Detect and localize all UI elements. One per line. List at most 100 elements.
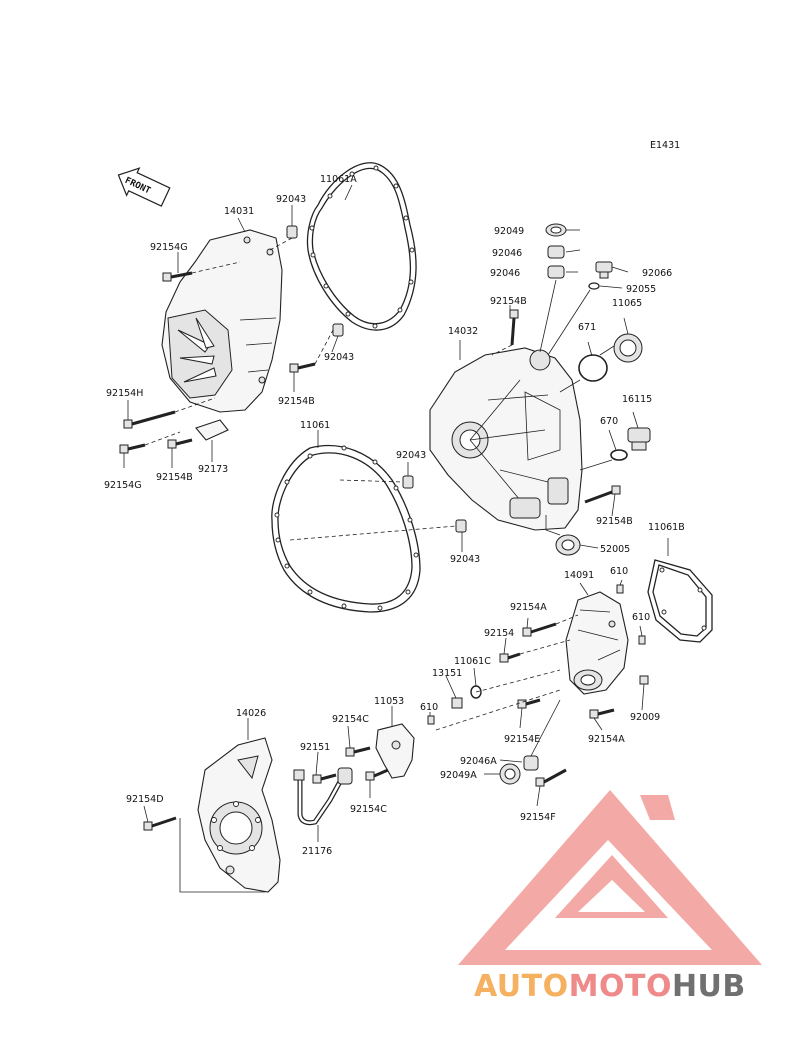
label-11053: 11053 xyxy=(374,696,404,707)
watermark-moto: MOTO xyxy=(569,969,672,1004)
o-ring-92055 xyxy=(588,282,600,290)
label-16115: 16115 xyxy=(622,394,652,405)
bolt-92154a-top xyxy=(522,622,557,637)
label-92154e: 92154E xyxy=(504,734,540,745)
label-671: 671 xyxy=(578,322,596,333)
dowel-610-bottom xyxy=(427,715,435,725)
label-52005: 52005 xyxy=(600,544,630,555)
hose-21176 xyxy=(293,767,353,826)
bolt-92154b-right xyxy=(584,485,621,504)
label-92066: 92066 xyxy=(642,268,672,279)
dowel-pin-92043-a xyxy=(402,475,414,489)
label-610-top: 610 xyxy=(610,566,628,577)
leader-lines xyxy=(123,184,669,842)
label-92049: 92049 xyxy=(494,226,524,237)
svg-text:AUTOMOTOHUB: AUTOMOTOHUB xyxy=(474,969,746,1004)
label-92154: 92154 xyxy=(484,628,514,639)
label-92154g-top: 92154G xyxy=(150,242,188,253)
cap-11065 xyxy=(599,333,643,363)
bearing-92046a xyxy=(523,755,539,771)
bolt-92154g-bottom xyxy=(119,443,146,454)
label-92154g-bottom: 92154G xyxy=(104,480,142,491)
label-14032: 14032 xyxy=(448,326,478,337)
label-92154a-bottom: 92154A xyxy=(588,734,625,745)
label-14026: 14026 xyxy=(236,708,266,719)
bolt-92154b-upper xyxy=(509,309,519,346)
bolt-92154f xyxy=(535,768,567,787)
bolt-92154d xyxy=(143,816,177,831)
label-92043-top: 92043 xyxy=(276,194,306,205)
label-13151: 13151 xyxy=(432,668,462,679)
label-92049a: 92049A xyxy=(440,770,477,781)
plug-16115 xyxy=(627,427,651,451)
label-92046-b: 92046 xyxy=(490,268,520,279)
watermark-text: AUTOMOTOHUB xyxy=(474,969,746,1004)
label-92043-center: 92043 xyxy=(396,450,426,461)
sprocket-cover-14026 xyxy=(197,737,281,893)
bolt-13151 xyxy=(451,697,463,709)
bolt-92154g-top xyxy=(162,271,193,282)
front-arrow: FRONT xyxy=(117,167,171,207)
label-92173: 92173 xyxy=(198,464,228,475)
dowel-pin-92043-mid xyxy=(332,323,344,337)
label-92154c-top: 92154C xyxy=(332,714,369,725)
plug-92066 xyxy=(595,261,613,279)
label-610-bottom: 610 xyxy=(420,702,438,713)
label-11061b: 11061B xyxy=(648,522,685,533)
plate-92173 xyxy=(195,419,229,441)
o-ring-671 xyxy=(578,354,608,382)
label-92009: 92009 xyxy=(630,712,660,723)
bolt-92154c-top xyxy=(345,746,371,757)
label-92154c-bottom: 92154C xyxy=(350,804,387,815)
label-670: 670 xyxy=(600,416,618,427)
label-92154d: 92154D xyxy=(126,794,164,805)
o-ring-670 xyxy=(610,449,628,461)
bolt-92154a-bottom xyxy=(589,708,615,719)
part-labels: 11061A 92043 14031 92154G 92043 92154B 9… xyxy=(104,174,685,857)
bolt-92154c-bottom xyxy=(365,768,389,781)
watermark-logo xyxy=(458,790,762,965)
bolt-92154h xyxy=(123,410,176,429)
watermark-hub: HUB xyxy=(672,969,746,1004)
label-11061a: 11061A xyxy=(320,174,357,185)
label-92154a-top: 92154A xyxy=(510,602,547,613)
label-92046-a: 92046 xyxy=(492,248,522,259)
bolt-92154b-bottom xyxy=(167,438,193,449)
label-14031: 14031 xyxy=(224,206,254,217)
label-21176: 21176 xyxy=(302,846,332,857)
bearing-92046-a xyxy=(547,245,565,259)
bolt-92154b-left xyxy=(289,362,316,373)
label-92046a: 92046A xyxy=(460,756,497,767)
label-92043-mid: 92043 xyxy=(324,352,354,363)
bolt-92151 xyxy=(312,773,337,784)
label-92154b-upper: 92154B xyxy=(490,296,527,307)
label-92154b-right: 92154B xyxy=(596,516,633,527)
label-92055: 92055 xyxy=(626,284,656,295)
label-92154b-left: 92154B xyxy=(278,396,315,407)
dowel-610-top xyxy=(616,584,624,594)
bolt-92009 xyxy=(639,675,649,685)
label-92151: 92151 xyxy=(300,742,330,753)
label-610-right: 610 xyxy=(632,612,650,623)
dowel-pin-92043-b xyxy=(455,519,467,533)
cover-14031 xyxy=(161,229,283,413)
label-92043-lower: 92043 xyxy=(450,554,480,565)
label-14091: 14091 xyxy=(564,570,594,581)
diagram-code: E1431 xyxy=(650,140,680,151)
bolt-92154 xyxy=(499,652,521,663)
housing-14091 xyxy=(565,591,629,695)
label-92154h: 92154H xyxy=(106,388,143,399)
dowel-pin-92043-top xyxy=(286,225,298,239)
oil-seal-92049 xyxy=(545,223,567,237)
crankcase-cover-14032 xyxy=(429,347,583,531)
gasket-11061a xyxy=(306,162,417,331)
label-92154f: 92154F xyxy=(520,812,556,823)
gasket-11061 xyxy=(271,444,421,613)
label-11061: 11061 xyxy=(300,420,330,431)
bearing-92046-b xyxy=(547,265,565,279)
seal-52005 xyxy=(555,534,581,556)
bolt-92154e xyxy=(517,698,541,709)
actuator-11053 xyxy=(375,723,415,779)
oil-seal-92049a xyxy=(499,763,521,785)
